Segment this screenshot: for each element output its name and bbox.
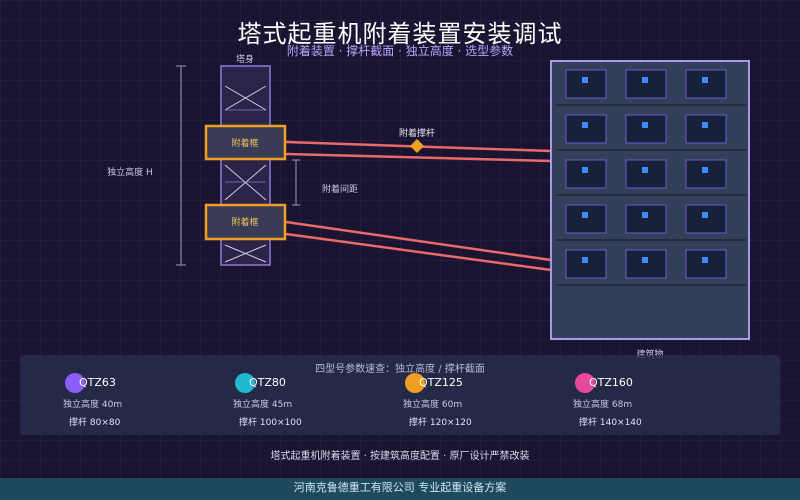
building [550,60,750,340]
tower-label: 塔身 [236,53,254,65]
model-parameter-panel: 四型号参数速查：独立高度 / 撑杆截面 QTZ63 独立高度 40m 撑杆 80… [20,355,780,435]
model-height: 独立高度 68m [573,400,633,410]
model-height: 独立高度 45m [233,400,293,410]
company-banner: 河南克鲁德重工有限公司 专业起重设备方案 [0,478,800,500]
model-height: 独立高度 40m [63,400,123,410]
height-label: 独立高度 H [107,166,153,178]
model-card-qtz80: QTZ80 独立高度 45m 撑杆 100×100 [190,373,340,431]
frame-lower-label: 附着框 [231,216,258,228]
panel-title: 四型号参数速查：独立高度 / 撑杆截面 [315,364,485,375]
pink-dot-icon [575,373,595,393]
building-windows [565,69,727,279]
model-height: 独立高度 60m [403,400,463,410]
frame-upper-label: 附着框 [231,137,258,149]
model-name: QTZ160 [589,376,633,389]
model-section: 撑杆 120×120 [409,418,472,428]
model-name: QTZ63 [79,376,116,389]
orange-dot-icon [405,373,425,393]
spacing-label: 附着间距 [322,183,358,195]
model-section: 撑杆 100×100 [239,418,302,428]
model-name: QTZ125 [419,376,463,389]
model-card-qtz160: QTZ160 独立高度 68m 撑杆 140×140 [530,373,680,431]
attachment-frame-upper [204,124,287,161]
strut-marker-icon [410,139,424,153]
page-title: 塔式起重机附着装置安装调试 [237,20,563,48]
model-card-qtz125: QTZ125 独立高度 60m 撑杆 120×120 [360,373,510,431]
spacing-dimension [292,159,300,206]
footer-note: 塔式起重机附着装置 · 按建筑高度配置 · 原厂设计严禁改装 [270,451,530,462]
page-subtitle: 附着装置 · 撑杆截面 · 独立高度 · 选型参数 [286,44,514,58]
model-name: QTZ80 [249,376,286,389]
purple-dot-icon [65,373,85,393]
model-section: 撑杆 140×140 [579,418,642,428]
model-card-qtz63: QTZ63 独立高度 40m 撑杆 80×80 [20,373,170,431]
struts-lower [285,220,552,272]
height-dimension [176,65,186,266]
cyan-dot-icon [235,373,255,393]
attachment-frame-lower [204,203,287,241]
strut-label: 附着撑杆 [399,127,435,139]
model-section: 撑杆 80×80 [69,418,121,428]
attachment-diagram: 独立高度 H 塔身 附着间距 附着撑杆 附着框 附着框 [107,53,750,360]
